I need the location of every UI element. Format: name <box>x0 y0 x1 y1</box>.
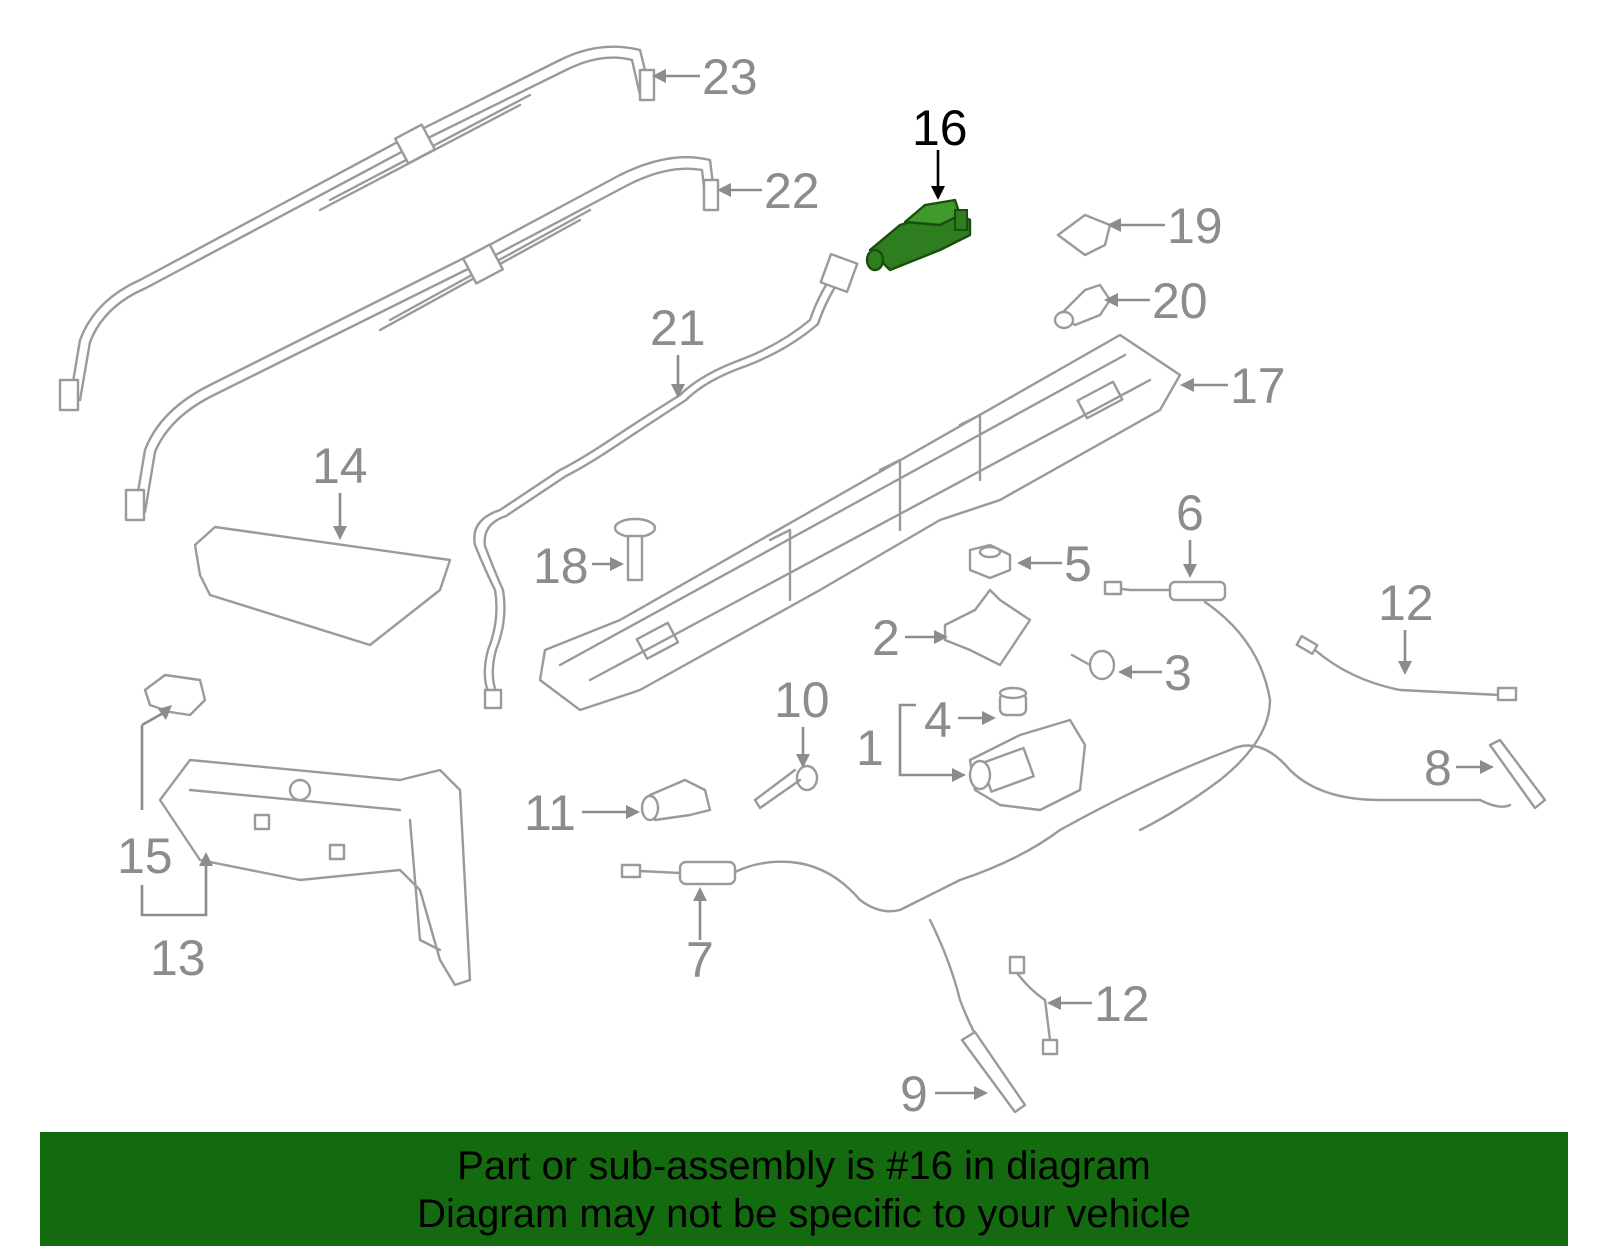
part-17-frame <box>538 333 1182 712</box>
part-1-pump <box>968 718 1087 812</box>
part-6-sensor <box>1103 580 1272 832</box>
callout-4: 4 <box>924 692 952 748</box>
part-10-pin <box>753 764 819 810</box>
part-23-rail <box>58 45 656 412</box>
callout-7: 7 <box>686 932 714 988</box>
callout-9: 9 <box>900 1066 928 1122</box>
callout-19: 19 <box>1167 198 1223 254</box>
callout-23: 23 <box>702 49 758 105</box>
callout-11: 11 <box>524 785 576 841</box>
part-13-trim <box>158 758 472 987</box>
part-12-cable-lower <box>1008 955 1059 1056</box>
part-22-rail <box>124 155 720 522</box>
callout-15: 15 <box>117 828 173 884</box>
callout-12b: 12 <box>1094 976 1150 1032</box>
part-18-bolt <box>613 517 657 582</box>
part-2-bracket <box>943 588 1032 667</box>
banner-line-disclaimer: Diagram may not be specific to your vehi… <box>417 1192 1191 1236</box>
callout-6: 6 <box>1176 485 1204 541</box>
part-14-panel <box>193 525 452 647</box>
callout-21: 21 <box>650 300 706 356</box>
callout-5: 5 <box>1064 536 1092 592</box>
callout-22: 22 <box>764 163 820 219</box>
callout-1: 1 <box>856 720 884 776</box>
part-5-nut <box>968 543 1012 580</box>
callout-14: 14 <box>312 438 368 494</box>
info-banner: Part or sub-assembly is #16 in diagram D… <box>40 1132 1568 1246</box>
callout-3: 3 <box>1164 645 1192 701</box>
part-16-actuator <box>865 198 972 272</box>
part-21-harness <box>473 252 859 710</box>
callout-17: 17 <box>1230 358 1286 414</box>
part-11-connector <box>640 778 712 822</box>
callout-16: 16 <box>912 100 968 156</box>
part-8-sensor <box>1478 738 1547 810</box>
part-15-clip <box>143 673 207 717</box>
part-9-sensor <box>960 1030 1027 1114</box>
part-12-cable-upper <box>1295 634 1518 702</box>
callout-12a: 12 <box>1378 575 1434 631</box>
callout-10: 10 <box>774 672 830 728</box>
callout-20: 20 <box>1152 273 1208 329</box>
part-4-cap <box>998 686 1028 717</box>
callout-13: 13 <box>150 930 206 986</box>
callout-8: 8 <box>1424 740 1452 796</box>
part-20-plug <box>1053 283 1112 330</box>
banner-line-part: Part or sub-assembly is #16 in diagram <box>457 1144 1151 1188</box>
parts-diagram: 23 22 16 19 20 21 17 14 6 18 5 12 2 3 <box>58 45 1547 1122</box>
callout-2: 2 <box>872 610 900 666</box>
callout-18: 18 <box>533 538 589 594</box>
part-3-screw <box>1070 649 1116 681</box>
part-19-clip <box>1056 213 1112 257</box>
